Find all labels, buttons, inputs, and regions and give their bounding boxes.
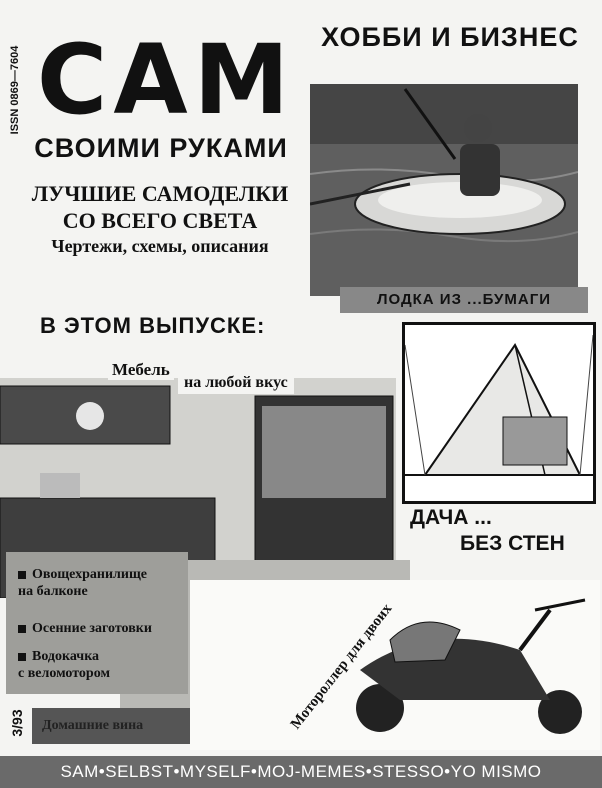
issue-heading: В ЭТОМ ВЫПУСКЕ:	[40, 313, 266, 338]
scooter-photo	[190, 580, 600, 750]
scooter-illustration	[190, 580, 600, 750]
a-frame-house-icon	[404, 325, 594, 501]
dacha-caption-line2: БЕЗ СТЕН	[460, 532, 565, 555]
magazine-logo: САМ	[36, 24, 296, 136]
footer-languages: SAM•SELBST•MYSELF•MOJ-MEMES•STESSO•YO MI…	[0, 756, 602, 788]
hobby-business-label: ХОББИ И БИЗНЕС	[321, 22, 579, 52]
boat-photo	[309, 84, 579, 296]
contents-item-1: Овощехранилище на балконе	[18, 567, 147, 599]
contents-item-2: Осенние заготовки	[18, 620, 152, 637]
issue-number: 3/93	[9, 709, 25, 737]
contents-item-3: Водокачка с веломотором	[18, 649, 110, 681]
scooter-caption: Мотороллер для двоих	[287, 600, 396, 733]
contents-box: Овощехранилище на балконе Осенние загото…	[6, 552, 188, 694]
bullet-icon	[18, 570, 26, 579]
furniture-title-a: Мебель	[108, 360, 174, 380]
house-illustration	[402, 322, 596, 504]
tagline-sub: Чертежи, схемы, описания	[51, 236, 269, 256]
bullet-icon	[18, 624, 26, 633]
dacha-caption-line1: ДАЧА ...	[410, 506, 492, 529]
bullet-icon	[18, 652, 26, 661]
boat-caption: ЛОДКА ИЗ ...БУМАГИ	[340, 287, 588, 313]
tagline-main: ЛУЧШИЕ САМОДЕЛКИ СО ВСЕГО СВЕТА	[31, 181, 289, 233]
furniture-title-b: на любой вкус	[178, 372, 294, 394]
dacha-caption: ДАЧА ... БЕЗ СТЕН	[410, 505, 590, 557]
boat-illustration	[309, 84, 579, 296]
issn-code: ISSN 0869—7604	[9, 45, 21, 135]
magazine-subtitle: СВОИМИ РУКАМИ	[34, 133, 288, 163]
